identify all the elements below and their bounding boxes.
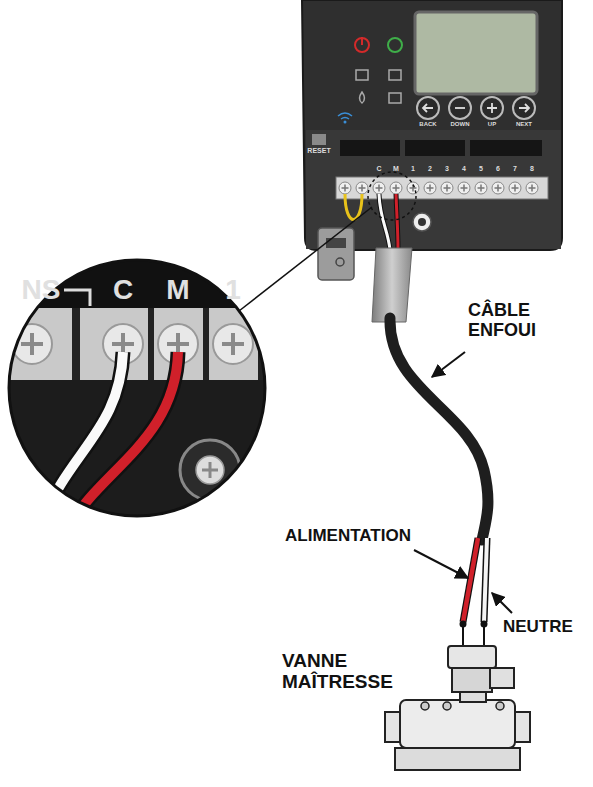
callout-label: NEUTRE (503, 617, 585, 636)
terminal-name: 4 (456, 165, 472, 173)
button-name: RESET (300, 147, 338, 155)
callout-label: CÂBLE ENFOUI (468, 300, 560, 340)
wire-pair (460, 538, 488, 648)
terminal-name: 5 (473, 165, 489, 173)
terminal-name: 3 (439, 165, 455, 173)
terminal-name: M (388, 165, 404, 173)
terminal-name: 7 (507, 165, 523, 173)
button-name: UP (476, 121, 508, 128)
terminal-name: 8 (524, 165, 540, 173)
conduit (372, 248, 412, 322)
callout-arrow (414, 550, 468, 578)
terminal-name: C (371, 165, 387, 173)
buried-cable (390, 318, 488, 540)
callout-label: ALIMENTATION (285, 526, 415, 545)
terminal-name: C (103, 274, 143, 305)
callout-arrow (432, 352, 465, 377)
button-name: DOWN (444, 121, 476, 128)
terminal-name: 6 (490, 165, 506, 173)
terminal-name: 1 (405, 165, 421, 173)
zoom-leader (239, 207, 372, 311)
zoom-circle (9, 260, 265, 516)
zoom-detail (0, 255, 275, 528)
terminal-name: 1 (213, 274, 253, 305)
button-name: BACK (412, 121, 444, 128)
callout-arrow (492, 593, 512, 613)
terminal-name: NS (18, 274, 64, 305)
controller (302, 0, 562, 280)
master-valve (385, 646, 530, 770)
terminal-name: 2 (422, 165, 438, 173)
part-name: VANNE MAÎTRESSE (282, 650, 400, 693)
button-name: NEXT (508, 121, 540, 128)
terminal-name: M (158, 274, 198, 305)
